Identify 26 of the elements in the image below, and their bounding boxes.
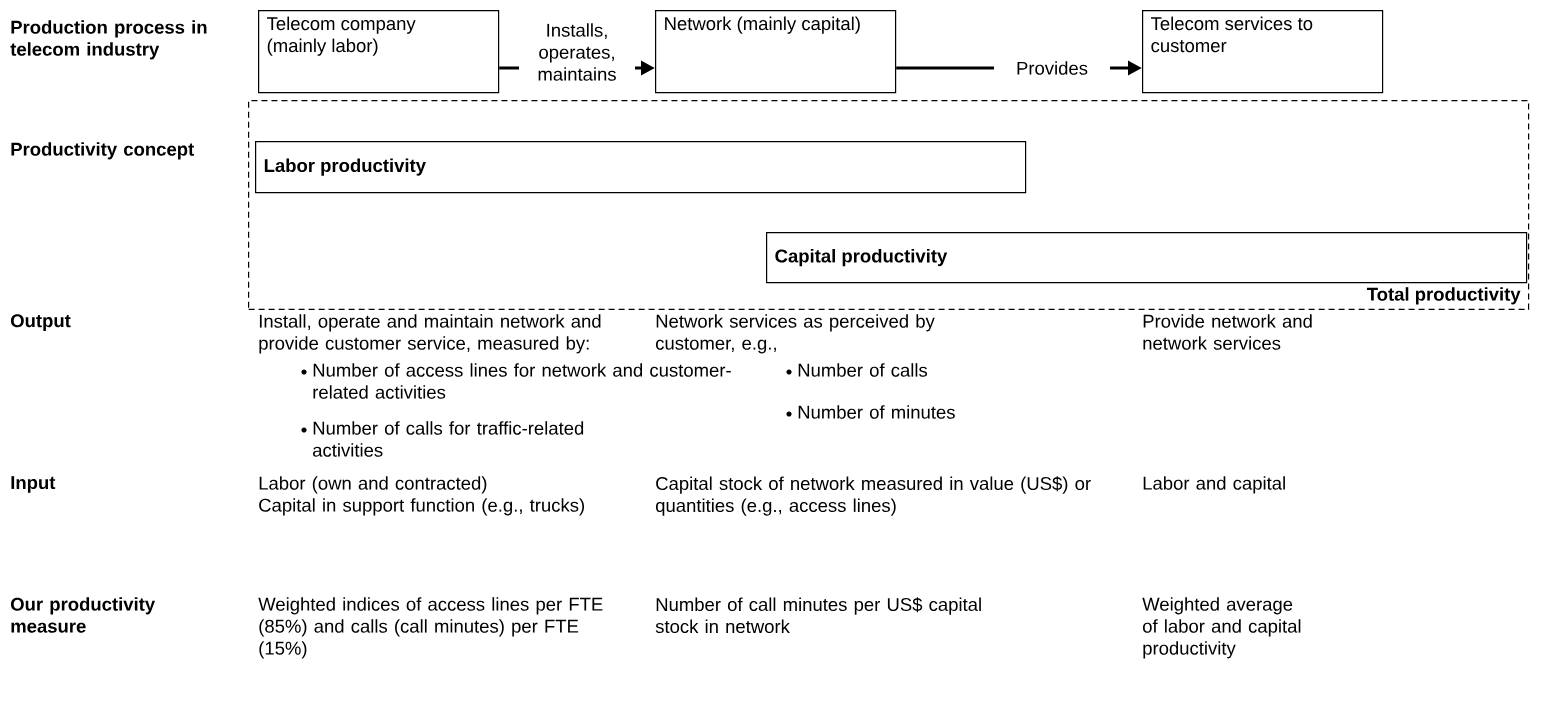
process-box: Network (mainly capital) (655, 10, 897, 94)
cell-text: Labor and capital (1143, 476, 1285, 494)
row-header: Input (11, 476, 56, 493)
row-header: Production process in telecom industry (10, 20, 207, 60)
process-box: Telecom company (mainly labor) (258, 10, 500, 94)
cell-text: Number of call minutes per US$ capital stock in network (655, 597, 981, 634)
cell-text: Provide network and network services (1143, 314, 1312, 350)
row-header: Our productivity measure (10, 597, 156, 633)
cell-text: Weighted average of labor and capital productivity (1142, 597, 1301, 659)
process-box: Telecom services to customer (1142, 10, 1384, 94)
row-header: Productivity concept (11, 142, 194, 160)
cell-text: Capital in support function (e.g., trucks) (259, 498, 584, 516)
productivity-bar: Capital productivity (766, 232, 1528, 284)
cell-text: Capital stock of network measured in value (US$) or quantities (e.g., access lines) (656, 476, 1091, 516)
edge-label: Provides (994, 58, 1110, 78)
cell-text: Network services as perceived by customer, e.g., (656, 314, 935, 354)
bullet-item: Number of calls (798, 363, 928, 377)
edge-label: Installs, operates, maintains (519, 20, 635, 84)
row-header: Output (10, 314, 71, 331)
cell-text: Labor (own and contracted) (259, 476, 487, 494)
productivity-bar: Labor productivity (255, 141, 1027, 194)
bullet-item: Number of calls for traffic-related activities (313, 421, 584, 457)
cell-text: Install, operate and maintain network and provide customer service, measured by: (259, 314, 601, 354)
bullet-item: Number of minutes (798, 405, 955, 419)
bullet-item: Number of access lines for network and customer-related activities (313, 363, 731, 399)
cell-text: Weighted indices of access lines per FTE (85%) and calls (call minutes) per FTE (15%) (258, 597, 603, 659)
